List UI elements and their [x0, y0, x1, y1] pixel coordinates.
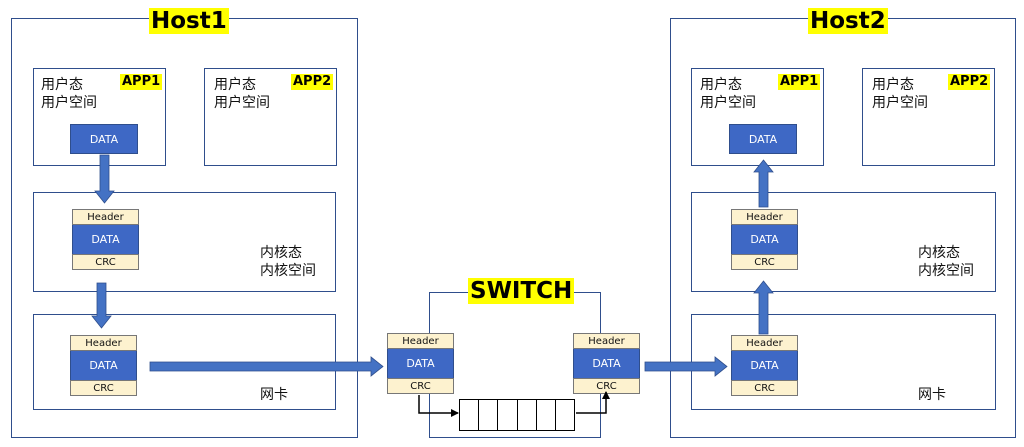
host1-app1-space: 用户空间	[41, 95, 97, 111]
packet-data: DATA	[731, 351, 798, 380]
arrow-right-icon	[644, 356, 728, 377]
host2-app1-space: 用户空间	[700, 95, 756, 111]
packet-data: DATA	[387, 349, 454, 378]
arrow-from-queue-icon	[576, 391, 610, 414]
host1-app1-mode: 用户态	[41, 77, 83, 93]
switch-in-packet: Header DATA CRC	[387, 333, 454, 394]
packet-header: Header	[731, 209, 798, 225]
host2-app2-space: 用户空间	[872, 95, 928, 111]
switch-buffer-queue	[459, 399, 575, 431]
host1-kernel-mode: 内核态	[260, 245, 302, 261]
packet-header: Header	[387, 333, 454, 349]
host2-kernel-mode: 内核态	[918, 245, 960, 261]
host2-app2-tag: APP2	[948, 74, 991, 90]
packet-header: Header	[70, 335, 137, 351]
queue-cell	[479, 400, 499, 430]
queue-cell	[518, 400, 537, 430]
host1-title: Host1	[149, 8, 229, 34]
packet-data: DATA	[70, 351, 137, 380]
packet-data: DATA	[573, 349, 640, 378]
host2-kernel-packet: Header DATA CRC	[731, 209, 798, 270]
host2-app1-mode: 用户态	[700, 77, 742, 93]
arrow-right-icon	[149, 356, 384, 377]
arrow-down-icon	[91, 282, 112, 329]
host2-app2-mode: 用户态	[872, 77, 914, 93]
packet-header: Header	[731, 335, 798, 351]
packet-data: DATA	[72, 225, 139, 254]
packet-crc: CRC	[731, 380, 798, 396]
packet-header: Header	[72, 209, 139, 225]
host1-app-data-block: DATA	[70, 124, 138, 154]
arrow-up-icon	[753, 159, 774, 208]
packet-header: Header	[573, 333, 640, 349]
host1-nic-packet: Header DATA CRC	[70, 335, 137, 396]
packet-data: DATA	[731, 225, 798, 254]
switch-title: SWITCH	[468, 278, 575, 304]
host2-kernel-space: 内核空间	[918, 263, 974, 279]
packet-crc: CRC	[387, 378, 454, 394]
host2-title: Host2	[808, 8, 888, 34]
host1-app2-mode: 用户态	[214, 77, 256, 93]
arrow-up-icon	[753, 280, 774, 335]
packet-crc: CRC	[731, 254, 798, 270]
packet-crc: CRC	[70, 380, 137, 396]
host2-app-data-block: DATA	[729, 124, 797, 154]
queue-cell	[460, 400, 480, 430]
packet-crc: CRC	[72, 254, 139, 270]
arrow-to-queue-icon	[418, 395, 459, 417]
host1-kernel-packet: Header DATA CRC	[72, 209, 139, 270]
host1-nic-label: 网卡	[260, 387, 288, 403]
arrow-down-icon	[94, 154, 115, 204]
queue-cell	[537, 400, 556, 430]
host1-kernel-space: 内核空间	[260, 263, 316, 279]
host1-app2-space: 用户空间	[214, 95, 270, 111]
host2-app1-tag: APP1	[778, 74, 821, 90]
queue-cell	[498, 400, 518, 430]
host2-nic-packet: Header DATA CRC	[731, 335, 798, 396]
host1-app1-tag: APP1	[120, 74, 163, 90]
host1-app2-tag: APP2	[291, 74, 334, 90]
host2-nic-label: 网卡	[918, 387, 946, 403]
